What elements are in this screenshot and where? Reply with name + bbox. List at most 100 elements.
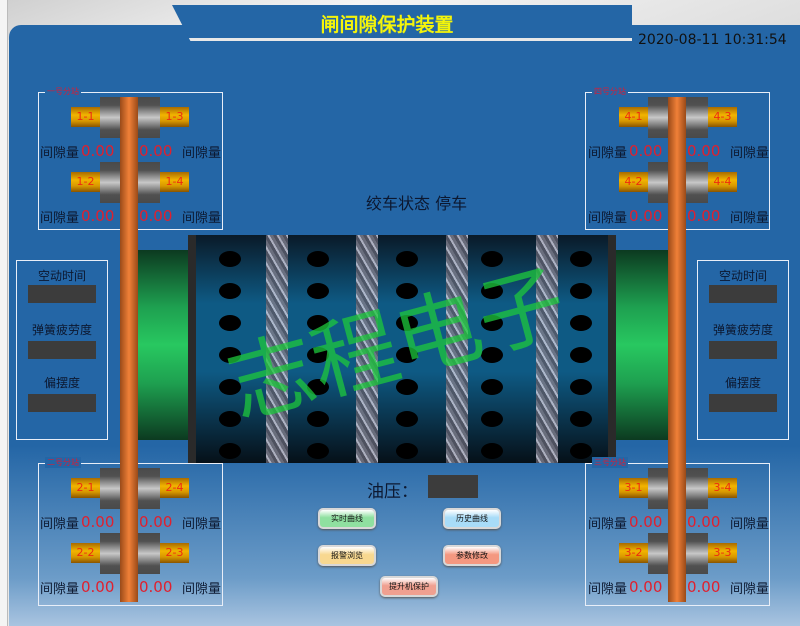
gap-label: 间隙量: [182, 211, 222, 226]
gap-value: 0.00: [139, 513, 173, 531]
wire-rope: [356, 235, 378, 463]
group-label: 二号分站: [45, 457, 81, 468]
drum-hole: [219, 283, 241, 299]
left-side-panel: 空动时间 弹簧疲劳度 偏摆度: [16, 260, 108, 440]
drum-hole: [307, 251, 329, 267]
winch-drum: [188, 235, 616, 463]
gap-label: 间隙量: [588, 517, 628, 532]
gap-value: 0.00: [81, 207, 115, 225]
drum-hole: [481, 443, 503, 459]
right-brake-bar: [668, 97, 686, 602]
brake-pad: 3-1: [619, 478, 648, 498]
gap-value: 0.00: [629, 142, 663, 160]
oil-pressure-value: [428, 475, 478, 498]
brake-pad: 1-4: [160, 172, 189, 192]
gap-label: 间隙量: [40, 146, 80, 161]
drum-hole: [570, 251, 592, 267]
drum-hole: [396, 347, 418, 363]
brake-pad: 4-2: [619, 172, 648, 192]
idle-time-value: [709, 285, 777, 303]
drum-hole: [219, 379, 241, 395]
gap-value: 0.00: [687, 578, 721, 596]
drum-hole: [481, 379, 503, 395]
deflection-label: 偏摆度: [43, 376, 80, 390]
gap-label: 间隙量: [182, 582, 222, 597]
brake-pad: 1-3: [160, 107, 189, 127]
left-brake-bar: [120, 97, 138, 602]
drum-hole: [396, 379, 418, 395]
title-banner: [172, 5, 632, 41]
wire-rope: [536, 235, 558, 463]
drum-hole: [396, 251, 418, 267]
deflection-label: 偏摆度: [724, 376, 761, 390]
hoist-protection-button[interactable]: 提升机保护: [380, 576, 438, 597]
idle-time-label: 空动时间: [37, 269, 86, 283]
drum-hole: [307, 283, 329, 299]
drum-hole: [219, 315, 241, 331]
gap-label: 间隙量: [730, 517, 770, 532]
drum-hole: [396, 443, 418, 459]
drum-hole: [481, 283, 503, 299]
drum-hole: [219, 347, 241, 363]
spring-fatigue-label: 弹簧疲劳度: [712, 323, 773, 337]
brake-pad: 2-3: [160, 543, 189, 563]
gap-label: 间隙量: [182, 146, 222, 161]
spring-fatigue-value: [28, 341, 96, 359]
drum-hole: [307, 379, 329, 395]
brake-pad: 2-2: [71, 543, 100, 563]
drum-hole: [219, 411, 241, 427]
drum-hole: [396, 283, 418, 299]
brake-pad: 3-2: [619, 543, 648, 563]
gap-value: 0.00: [81, 578, 115, 596]
group-label: 三号分站: [592, 457, 628, 468]
drum-hole: [307, 315, 329, 331]
brake-pad: 3-3: [708, 543, 737, 563]
drum-hole: [481, 251, 503, 267]
spring-fatigue-label: 弹簧疲劳度: [31, 323, 92, 337]
brake-pad: 3-4: [708, 478, 737, 498]
gap-value: 0.00: [629, 207, 663, 225]
brake-pad: 4-1: [619, 107, 648, 127]
drum-hole: [570, 443, 592, 459]
brake-pad: 4-3: [708, 107, 737, 127]
gap-label: 间隙量: [730, 211, 770, 226]
group-label: 四号分站: [592, 86, 628, 97]
drum-hole: [219, 443, 241, 459]
idle-time-label: 空动时间: [718, 269, 767, 283]
brake-pad: 2-4: [160, 478, 189, 498]
wire-rope: [446, 235, 468, 463]
wire-rope: [266, 235, 288, 463]
gap-value: 0.00: [81, 513, 115, 531]
page-title: 闸间隙保护装置: [320, 14, 454, 36]
gap-label: 间隙量: [588, 211, 628, 226]
winch-status: 绞车状态 停车: [366, 194, 468, 213]
drum-hole: [570, 315, 592, 331]
gap-value: 0.00: [687, 142, 721, 160]
gap-label: 间隙量: [40, 211, 80, 226]
history-curve-button[interactable]: 历史曲线: [443, 508, 501, 529]
drum-hole: [570, 283, 592, 299]
gap-label: 间隙量: [588, 146, 628, 161]
spring-fatigue-value: [709, 341, 777, 359]
brake-pad: 4-4: [708, 172, 737, 192]
deflection-value: [28, 394, 96, 412]
gap-label: 间隙量: [730, 582, 770, 597]
alarm-browse-button[interactable]: 报警浏览: [318, 545, 376, 566]
drum-hole: [481, 411, 503, 427]
window-edge: [0, 0, 8, 626]
gap-label: 间隙量: [730, 146, 770, 161]
drum-hole: [570, 379, 592, 395]
brake-pad: 2-1: [71, 478, 100, 498]
gap-value: 0.00: [81, 142, 115, 160]
parameter-edit-button[interactable]: 参数修改: [443, 545, 501, 566]
drum-hole: [481, 347, 503, 363]
right-side-panel: 空动时间 弹簧疲劳度 偏摆度: [697, 260, 789, 440]
realtime-curve-button[interactable]: 实时曲线: [318, 508, 376, 529]
brake-pad: 1-1: [71, 107, 100, 127]
drum-hole: [307, 443, 329, 459]
left-shaft: [138, 250, 190, 440]
gap-value: 0.00: [687, 207, 721, 225]
drum-hole: [307, 411, 329, 427]
gap-value: 0.00: [139, 207, 173, 225]
oil-pressure-label: 油压：: [367, 482, 418, 502]
